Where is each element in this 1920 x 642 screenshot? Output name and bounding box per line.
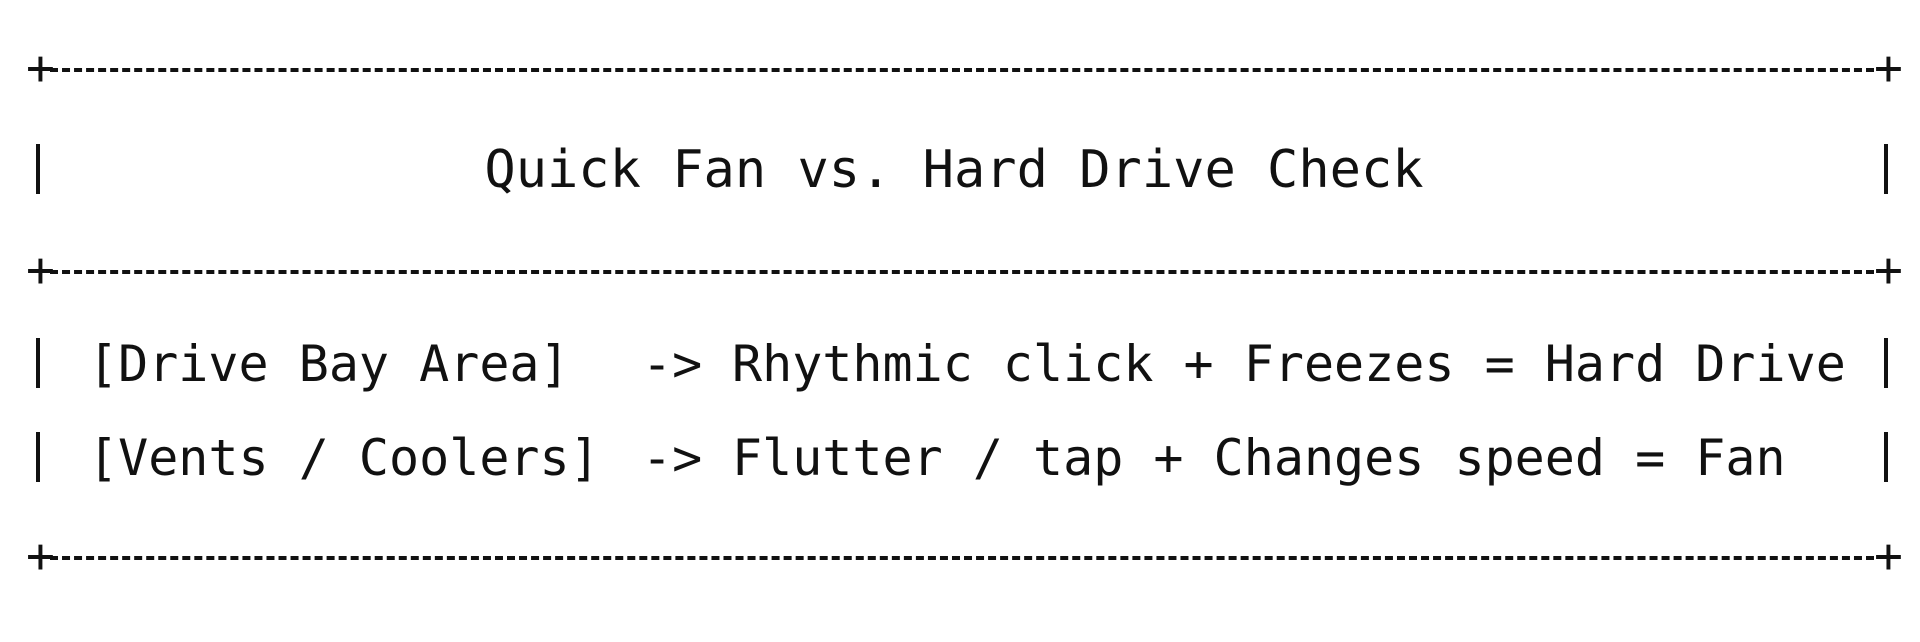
arrow-icon: -> (642, 335, 703, 393)
row-description: Flutter / tap + Changes speed = Fan (732, 429, 1786, 487)
table-row: [Vents / Coolers] -> Flutter / tap + Cha… (26, 424, 1898, 494)
dash-line (50, 270, 1874, 274)
right-pipe (1884, 144, 1888, 194)
row-label: [Vents / Coolers] (88, 429, 600, 487)
corner-mid-right: + (1874, 242, 1903, 298)
corner-mid-left: + (26, 242, 55, 298)
dash-line (50, 556, 1874, 560)
right-pipe (1884, 338, 1888, 388)
table-row: [Drive Bay Area] -> Rhythmic click + Fre… (26, 330, 1898, 400)
corner-bottom-left: + (26, 528, 55, 584)
title-row: Quick Fan vs. Hard Drive Check (26, 136, 1898, 206)
corner-top-left: + (26, 40, 55, 96)
corner-bottom-right: + (1874, 528, 1903, 584)
ascii-table: + + Quick Fan vs. Hard Drive Check + + [… (26, 0, 1903, 642)
row-description: Rhythmic click + Freezes = Hard Drive (732, 335, 1846, 393)
header-separator: + + (26, 242, 1903, 298)
left-pipe (36, 338, 40, 388)
left-pipe (36, 144, 40, 194)
table-bottom-border: + + (26, 528, 1903, 584)
corner-top-right: + (1874, 40, 1903, 96)
dash-line (50, 68, 1874, 72)
right-pipe (1884, 432, 1888, 482)
left-pipe (36, 432, 40, 482)
arrow-icon: -> (642, 429, 703, 487)
table-title: Quick Fan vs. Hard Drive Check (484, 140, 1424, 200)
row-label: [Drive Bay Area] (88, 335, 570, 393)
table-top-border: + + (26, 40, 1903, 96)
